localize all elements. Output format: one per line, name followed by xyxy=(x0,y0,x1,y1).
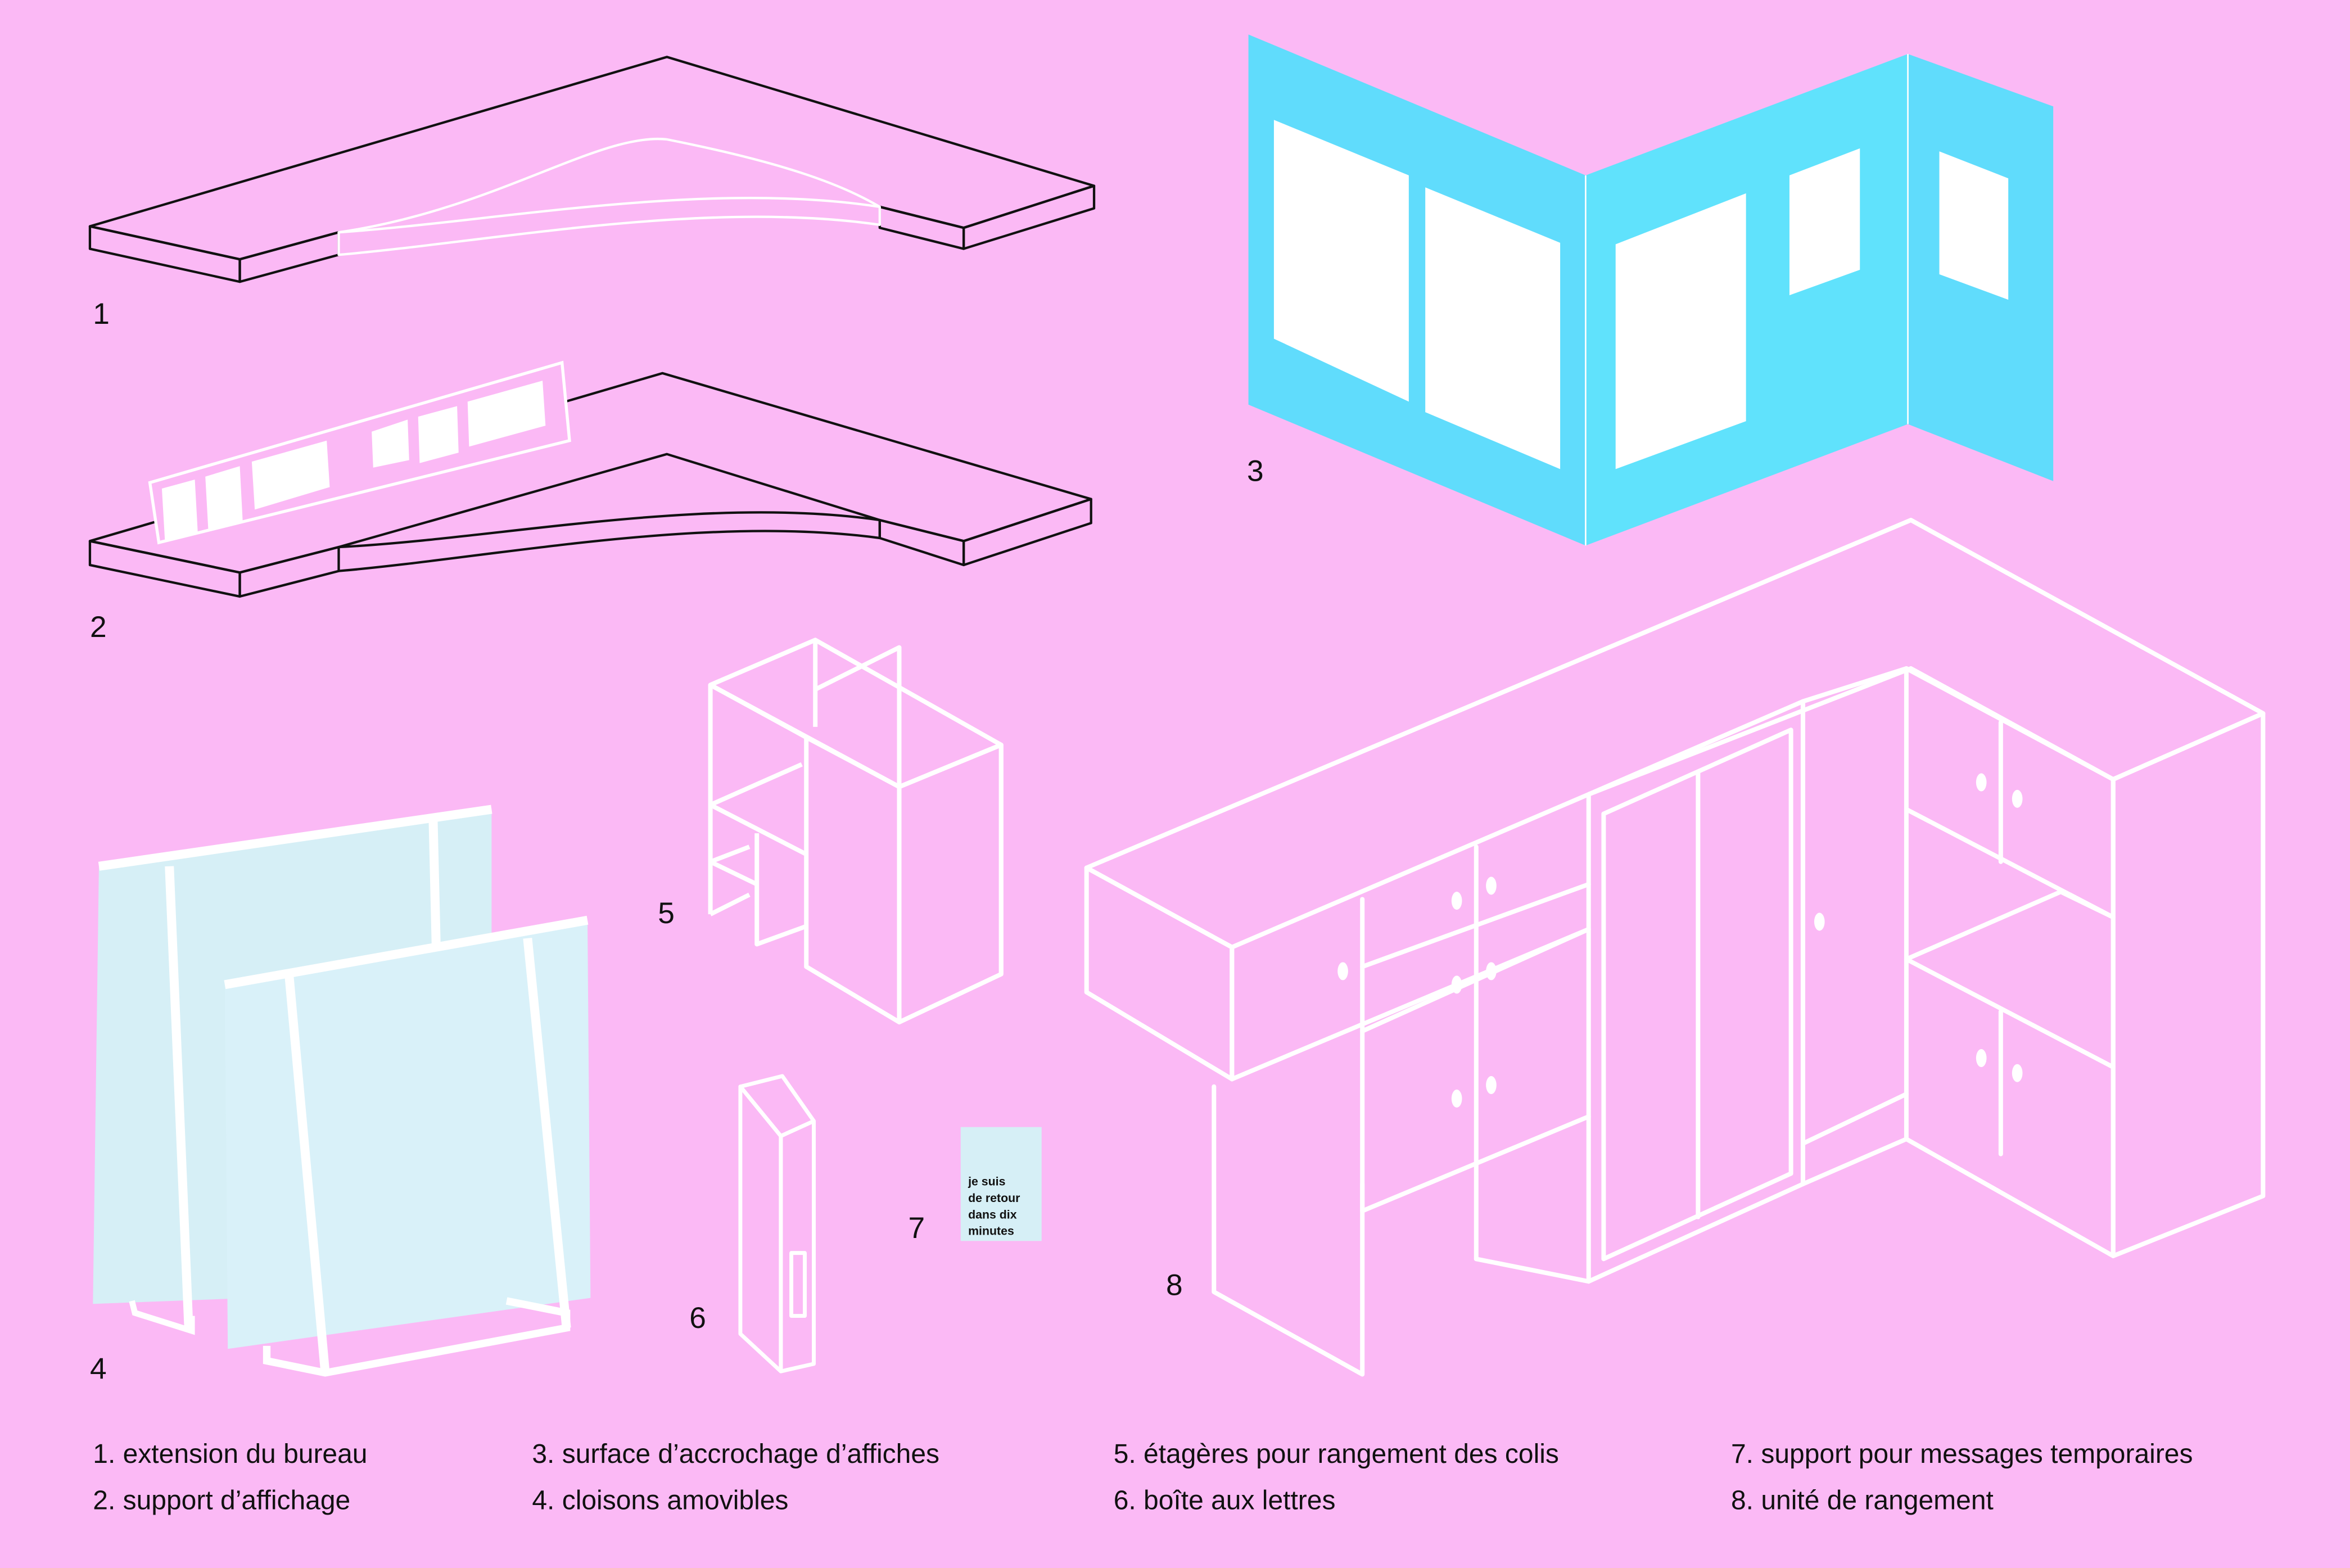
label-number-5: 5 xyxy=(658,897,675,930)
desk-extension-drawing xyxy=(88,56,1096,283)
label-number-7: 7 xyxy=(908,1212,925,1245)
label-number-6: 6 xyxy=(689,1302,706,1335)
legend-item-6: 6. boîte aux lettres xyxy=(1113,1485,1336,1516)
label-number-4: 4 xyxy=(90,1353,107,1386)
parcel-shelves-drawing xyxy=(708,638,1004,1025)
label-number-8: 8 xyxy=(1166,1268,1183,1302)
legend-item-2: 2. support d’affichage xyxy=(93,1485,351,1516)
legend-item-7: 7. support pour messages temporaires xyxy=(1730,1439,2193,1469)
display-support-drawing xyxy=(88,372,1092,598)
label-number-3: 3 xyxy=(1247,455,1264,488)
display-rail xyxy=(148,360,571,545)
label-number-1: 1 xyxy=(93,297,110,331)
note-card: je suis de retour dans dix minutes xyxy=(960,1127,1042,1241)
legend-item-4: 4. cloisons amovibles xyxy=(532,1485,789,1516)
note-line-4: minutes xyxy=(968,1224,1014,1238)
legend-item-8: 8. unité de rangement xyxy=(1730,1485,1994,1516)
legend-item-1: 1. extension du bureau xyxy=(93,1439,368,1469)
legend-item-3: 3. surface d’accrochage d’affiches xyxy=(532,1439,939,1469)
label-number-2: 2 xyxy=(90,611,107,644)
storage-unit-drawing xyxy=(1084,518,2266,1377)
note-line-3: dans dix xyxy=(968,1208,1017,1221)
note-line-2: de retour xyxy=(968,1191,1020,1205)
note-line-1: je suis xyxy=(968,1175,1005,1189)
mailbox-drawing xyxy=(738,1074,816,1373)
poster-surface-drawing xyxy=(1248,34,2054,546)
storage-unit-knobs xyxy=(1337,773,2023,1108)
legend-item-5: 5. étagères pour rangement des colis xyxy=(1113,1439,1559,1469)
partitions-drawing xyxy=(93,805,591,1377)
